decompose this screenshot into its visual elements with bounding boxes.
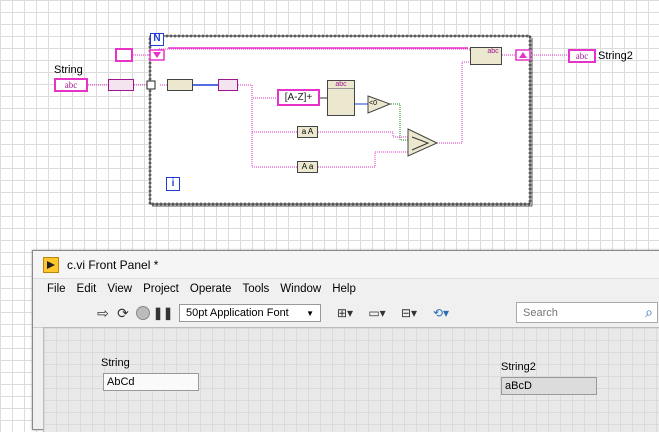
panel-string-label: String <box>101 357 130 369</box>
font-selector-label: 50pt Application Font <box>186 307 289 319</box>
diagram-string-label: String <box>54 64 83 76</box>
diagram-string2-label: String2 <box>598 50 633 62</box>
select-node <box>407 128 439 157</box>
regex-pattern-constant[interactable]: [A-Z]+ <box>277 89 320 106</box>
toolbar: ⇨ ⟳ ❚❚ 50pt Application Font ▼ ⊞▾ ▭▾ ⊟▾ … <box>33 299 659 328</box>
panel-string2-label: String2 <box>501 361 536 373</box>
pause-icon[interactable]: ❚❚ <box>152 306 174 320</box>
front-panel-canvas: String AbCd String2 aBcD <box>43 327 659 432</box>
align-objects-icon[interactable]: ⊞▾ <box>336 306 354 320</box>
abort-icon[interactable] <box>133 303 153 323</box>
menu-edit[interactable]: Edit <box>76 283 97 295</box>
search-icon[interactable]: ⌕ <box>645 304 653 320</box>
front-panel-window: c.vi Front Panel * File Edit View Projec… <box>32 250 659 432</box>
match-regex-function[interactable]: abc <box>327 80 355 116</box>
to-lower-function[interactable]: a A <box>297 126 318 138</box>
string-to-bytes-node[interactable] <box>108 79 134 91</box>
regex-pattern-text: [A-Z]+ <box>284 92 313 103</box>
string2-indicator: aBcD <box>501 377 597 395</box>
empty-string-constant[interactable] <box>115 48 133 62</box>
to-upper-text: A a <box>301 162 314 171</box>
menu-view[interactable]: View <box>107 283 133 295</box>
string-control[interactable]: AbCd <box>103 373 199 391</box>
to-upper-function[interactable]: A a <box>297 161 318 173</box>
compare-text: <0 <box>369 100 377 107</box>
window-title: c.vi Front Panel * <box>67 257 159 272</box>
menu-tools[interactable]: Tools <box>242 283 270 295</box>
menu-bar: File Edit View Project Operate Tools Win… <box>33 279 659 299</box>
resize-objects-icon[interactable]: ⊟▾ <box>400 306 418 320</box>
concatenate-text: abc <box>487 48 499 55</box>
string-control-terminal[interactable]: abc <box>54 78 88 92</box>
search-box[interactable]: ⌕ <box>516 302 658 323</box>
index-array-node[interactable] <box>218 79 238 91</box>
loop-iteration-terminal[interactable]: i <box>166 177 180 191</box>
match-regex-text: abc <box>328 81 354 89</box>
block-diagram-wires <box>88 34 568 207</box>
labview-app-icon <box>43 256 59 273</box>
string2-indicator-terminal[interactable]: abc <box>568 49 596 63</box>
run-continuously-icon[interactable]: ⟳ <box>117 304 129 321</box>
compare-zero-node <box>367 95 392 114</box>
string-terminal-text: abc <box>64 80 78 90</box>
run-arrow-icon[interactable]: ⇨ <box>97 304 109 321</box>
loop-count-terminal[interactable]: N <box>150 33 164 46</box>
for-loop-frame <box>149 35 531 205</box>
menu-help[interactable]: Help <box>332 283 356 295</box>
menu-project[interactable]: Project <box>143 283 179 295</box>
menu-operate[interactable]: Operate <box>189 283 232 295</box>
chevron-down-icon: ▼ <box>306 308 314 318</box>
title-bar[interactable]: c.vi Front Panel * <box>33 251 659 279</box>
reorder-icon[interactable]: ⟲▾ <box>432 306 450 320</box>
menu-window[interactable]: Window <box>280 283 322 295</box>
search-input[interactable] <box>521 305 625 320</box>
string2-terminal-text: abc <box>575 51 589 61</box>
menu-file[interactable]: File <box>47 283 66 295</box>
font-selector[interactable]: 50pt Application Font ▼ <box>179 304 321 322</box>
concatenate-function[interactable]: abc <box>470 47 502 65</box>
array-size-node[interactable] <box>167 79 193 91</box>
to-lower-text: a A <box>301 127 314 136</box>
distribute-objects-icon[interactable]: ▭▾ <box>368 306 386 320</box>
